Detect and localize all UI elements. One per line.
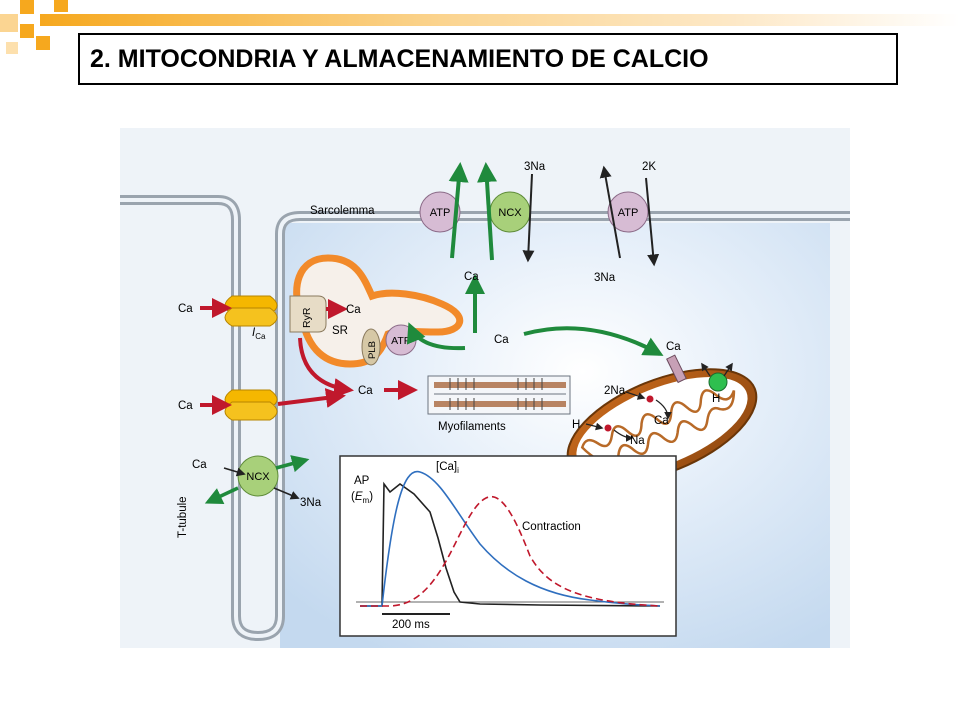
ap-label: AP: [354, 475, 370, 487]
mitochondrion: [566, 354, 758, 484]
ca-channel-upper: [224, 295, 278, 327]
mito-uniporter: [666, 354, 687, 384]
ca-outside-upper: Ca: [178, 303, 193, 315]
decorative-square: [20, 24, 34, 38]
scale-label: 200 ms: [392, 619, 430, 631]
ca-influx-arrows: [200, 298, 418, 415]
myofilaments: [427, 375, 571, 415]
trace-inset: [339, 455, 677, 637]
atp-pump-left: [419, 191, 461, 233]
ca-i-label: [Ca]i: [436, 461, 459, 475]
decorative-square: [36, 36, 50, 50]
na2-mito: 2Na: [604, 385, 626, 397]
na3-top: 3Na: [524, 161, 546, 173]
header-band: [40, 14, 960, 26]
ap-trace: [360, 481, 661, 607]
mito-ion-arrows: [585, 362, 733, 442]
atp-pump-right: [607, 191, 649, 233]
sr-atp-label: ATP: [391, 335, 411, 347]
ca-cytosol-center: Ca: [494, 334, 509, 346]
na3-ttubule: 3Na: [300, 497, 322, 509]
ncx-pump-ttubule-label: NCX: [246, 471, 270, 483]
sarcolemma-membrane: [120, 195, 850, 642]
myofilaments-label: Myofilaments: [438, 421, 506, 433]
slide-title: 2. MITOCONDRIA Y ALMACENAMIENTO DE CALCI…: [90, 44, 709, 73]
sarcoplasmic-reticulum: [293, 254, 464, 368]
mito-exchanger-lower: [604, 424, 612, 432]
decorative-square: [0, 14, 18, 32]
ncx-pump-top-label: NCX: [498, 207, 522, 219]
em-label: (Em): [351, 491, 373, 505]
ttubule-ncx-arrows: [204, 455, 310, 505]
ca-cytosol-left: Ca: [358, 385, 373, 397]
ca-efflux-arrows: [406, 162, 664, 356]
title-box: 2. MITOCONDRIA Y ALMACENAMIENTO DE CALCI…: [78, 33, 898, 85]
ryr-label: RyR: [301, 307, 313, 328]
ca-channel-lower: [224, 389, 278, 421]
plb-label: PLB: [367, 341, 378, 359]
decorative-square: [54, 0, 68, 12]
ca-outside-lower: Ca: [178, 400, 193, 412]
ica-label: ICa: [252, 327, 266, 341]
ryr-receptor: [289, 295, 327, 333]
plb-protein: [361, 328, 381, 366]
ca-mito-entry: Ca: [666, 341, 681, 353]
sr-label: SR: [332, 325, 348, 337]
mito-exchanger-upper: [646, 395, 654, 403]
h-mito-upper: H: [712, 393, 720, 405]
ca-near-pumps: Ca: [464, 271, 479, 283]
atp-pump-right-label: ATP: [618, 207, 639, 219]
k2-top: 2K: [642, 161, 656, 173]
atp-pump-left-label: ATP: [430, 207, 451, 219]
ca-mito-matrix: Ca: [654, 415, 669, 427]
na3-inside: 3Na: [594, 272, 616, 284]
h-mito-lower: H: [572, 419, 580, 431]
ca-trace: [360, 470, 661, 607]
ca-ryr-release: Ca: [346, 304, 361, 316]
na-k-arrows: [522, 165, 660, 267]
t-tubule-label: T-tubule: [177, 496, 189, 538]
ca-ttubule: Ca: [192, 459, 207, 471]
mito-h-exchanger: [708, 372, 728, 392]
cardiac-calcium-diagram: Sarcolemma T-tubule SR RyR PLB ATP ICa C…: [120, 128, 850, 648]
decorative-square: [6, 42, 18, 54]
contraction-label: Contraction: [522, 521, 581, 533]
decorative-square: [20, 0, 34, 14]
sarcolemma-label: Sarcolemma: [310, 205, 375, 217]
na-mito: Na: [630, 435, 645, 447]
